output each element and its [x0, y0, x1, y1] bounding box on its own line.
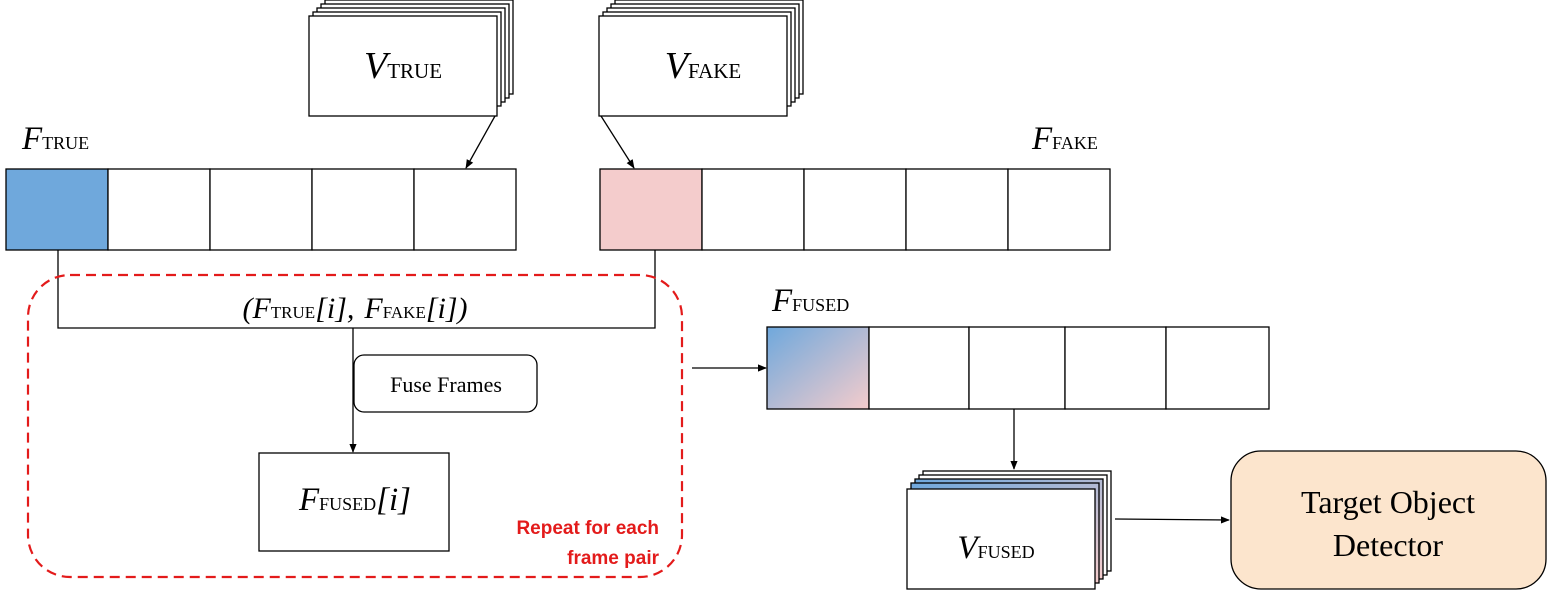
f-fused-frame-2 — [868, 326, 970, 410]
f-fused-frame-1 — [766, 326, 870, 410]
f-fused-frame-3 — [968, 326, 1066, 410]
f-fake-frame-2 — [701, 168, 805, 251]
f-true-frame-5 — [413, 168, 517, 251]
f-fused-frame-5 — [1165, 326, 1270, 410]
fused-frame-i-box — [258, 452, 450, 552]
f-fake-label: FFAKE — [1031, 121, 1098, 157]
target-object-detector-box — [1230, 450, 1547, 590]
v-fake-to-frames-arrow — [600, 115, 635, 169]
pair-bracket — [57, 250, 656, 329]
v-fake-label: VFAKE — [665, 45, 742, 87]
v-fake-stack: VFAKE — [598, 0, 804, 117]
f-fused-sequence — [766, 326, 1270, 410]
f-true-frame-4 — [311, 168, 415, 251]
f-true-frame-3 — [209, 168, 313, 251]
f-true-frame-1 — [5, 168, 109, 251]
f-fused-frame-4 — [1064, 326, 1167, 410]
repeat-annotation-line1: Repeat for each — [516, 518, 659, 539]
repeat-annotation-line2: frame pair — [567, 548, 659, 569]
f-true-frame-2 — [107, 168, 211, 251]
v-fused-label: VFUSED — [957, 530, 1034, 566]
fused-frame-i-label: FFUSED[i] — [298, 482, 411, 518]
v-true-front-frame — [308, 15, 498, 117]
f-fake-frame-5 — [1007, 168, 1111, 251]
v-fused-front-frame — [906, 488, 1096, 590]
f-fake-sequence — [599, 168, 1111, 251]
video-to-detector-arrow — [1114, 516, 1230, 524]
detector-label-line2: Detector — [1333, 527, 1444, 563]
v-fake-front-frame — [598, 15, 788, 117]
repeat-region — [26, 273, 684, 579]
v-true-label: VTRUE — [364, 45, 442, 87]
detector-label-line1: Target Object — [1301, 484, 1475, 520]
f-fake-frame-1 — [599, 168, 703, 251]
fuse-frames-label: Fuse Frames — [390, 372, 502, 397]
frame-pair-label: (FTRUE[i],FFAKE[i]) — [242, 292, 467, 325]
f-fused-label: FFUSED — [771, 283, 849, 319]
f-fake-frame-3 — [803, 168, 907, 251]
v-fused-stack: VFUSED — [906, 470, 1112, 590]
f-true-label: FTRUE — [21, 121, 89, 157]
v-true-stack: VTRUE — [308, 0, 514, 117]
v-true-to-frames-arrow — [465, 115, 496, 169]
f-fake-frame-4 — [905, 168, 1009, 251]
fuse-frames-box — [353, 354, 538, 413]
f-true-sequence — [5, 168, 517, 251]
